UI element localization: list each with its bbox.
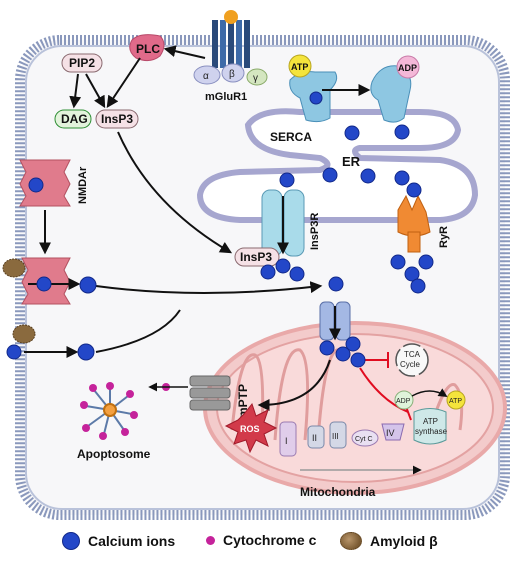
arrows-top <box>69 45 233 254</box>
cytochrome-c-icon <box>206 535 215 545</box>
calcium-ion-icon <box>328 276 344 292</box>
tca-label-2: Cycle <box>400 360 421 369</box>
cyt-c-label: Cyt C <box>355 436 373 443</box>
calcium-ion-icon <box>289 266 305 282</box>
calcium-ion-icon <box>344 125 360 141</box>
ros-icon <box>224 402 278 454</box>
calcium-ion-icon <box>360 168 376 184</box>
calcium-ion-icon <box>62 532 80 550</box>
calcium-ion-icon <box>260 264 276 280</box>
complex-2-label: II <box>312 433 317 443</box>
pip2-label: PIP2 <box>69 56 95 70</box>
amyloid-beta-icon <box>2 258 36 344</box>
legend-calcium: Calcium ions <box>62 532 175 550</box>
ryr-label: RyR <box>438 226 450 248</box>
apoptosome-icon <box>80 382 138 440</box>
mptp-channel <box>189 375 231 411</box>
mptp-label: mPTP <box>236 384 250 418</box>
insp3r-label: InsP3R <box>309 213 321 250</box>
atp-badge <box>288 54 312 78</box>
mitochondria-label: Mitochondria <box>300 485 376 499</box>
g-alpha-label: α <box>203 71 209 82</box>
plc-label: PLC <box>136 42 160 56</box>
legend-cytochrome-label: Cytochrome c <box>223 532 317 548</box>
g-protein <box>193 63 268 86</box>
g-beta-label: β <box>229 69 235 80</box>
tca-label-1: TCA <box>404 350 421 359</box>
calcium-ions <box>6 91 434 368</box>
atp-synthase <box>394 388 466 445</box>
insp3-er-label: InsP3 <box>240 250 272 264</box>
atp-synthase-label-2: synthase <box>415 427 448 436</box>
calcium-ion-icon <box>36 276 52 292</box>
calcium-ion-icon <box>77 343 95 361</box>
insp3-top-label: InsP3 <box>101 112 133 126</box>
etc-complexes <box>279 421 405 457</box>
serca-atp-label: ATP <box>291 62 308 72</box>
serca-label: SERCA <box>270 130 312 144</box>
nmdar-receptor <box>19 159 71 207</box>
ligand-icon <box>224 10 238 24</box>
calcium-ion-icon <box>309 91 323 105</box>
plc-enzyme <box>129 34 165 62</box>
dag-label: DAG <box>61 112 88 126</box>
dag-box <box>54 109 92 129</box>
calcium-ion-icon <box>390 254 406 270</box>
legend-amyloid-label: Amyloid β <box>370 533 438 549</box>
mito-atp-label: ATP <box>449 398 462 405</box>
calcium-ion-icon <box>394 170 410 186</box>
ros-label: ROS <box>240 424 260 434</box>
mglur1-receptor <box>212 10 250 68</box>
legend: Calcium ions Cytochrome c Amyloid β <box>0 526 520 556</box>
adp-badge <box>396 55 420 79</box>
calcium-ion-icon <box>394 124 410 140</box>
calcium-ion-icon <box>79 276 97 294</box>
g-gamma-label: γ <box>253 73 258 84</box>
atp-synthase-label-1: ATP <box>423 417 438 426</box>
mglur1-label: mGluR1 <box>205 91 247 103</box>
calcium-ion-icon <box>410 278 426 294</box>
tca-cycle <box>395 343 429 377</box>
ryr-channel <box>397 194 431 253</box>
legend-amyloid: Amyloid β <box>340 532 438 550</box>
calcium-ion-icon <box>28 177 44 193</box>
serca-adp-label: ADP <box>398 63 417 73</box>
complex-3-label: III <box>332 432 339 441</box>
insp3-top-box <box>95 109 139 129</box>
insp3-er-box <box>234 247 280 267</box>
complex-1-label: I <box>285 436 288 446</box>
pathway-diagram: ER Mitochondria α β γ mGluR1 PLC PIP2 DA… <box>2 10 510 520</box>
calcium-ion-icon <box>279 172 295 188</box>
pip2-box <box>61 53 103 73</box>
calcium-ion-icon <box>275 258 291 274</box>
calcium-ion-icon <box>350 352 366 368</box>
calcium-ion-icon <box>6 344 22 360</box>
calcium-ion-icon <box>322 167 338 183</box>
apoptosome-label: Apoptosome <box>77 447 151 461</box>
er-label: ER <box>342 154 361 169</box>
arrows-main <box>24 278 422 475</box>
amyloid-beta-icon <box>340 532 362 550</box>
calcium-ion-icon <box>406 182 422 198</box>
calcium-ion-icon <box>404 266 420 282</box>
calcium-ion-icon <box>335 346 351 362</box>
calcium-ion-icon <box>319 340 335 356</box>
mito-adp-label: ADP <box>396 398 411 405</box>
complex-4-label: IV <box>386 428 395 438</box>
calcium-ion-icon <box>418 254 434 270</box>
legend-cytochrome: Cytochrome c <box>206 532 316 548</box>
nmdar-label: NMDAr <box>77 166 89 204</box>
insp3r-channel <box>261 189 305 257</box>
legend-calcium-label: Calcium ions <box>88 533 176 549</box>
calcium-ion-icon <box>345 336 361 352</box>
